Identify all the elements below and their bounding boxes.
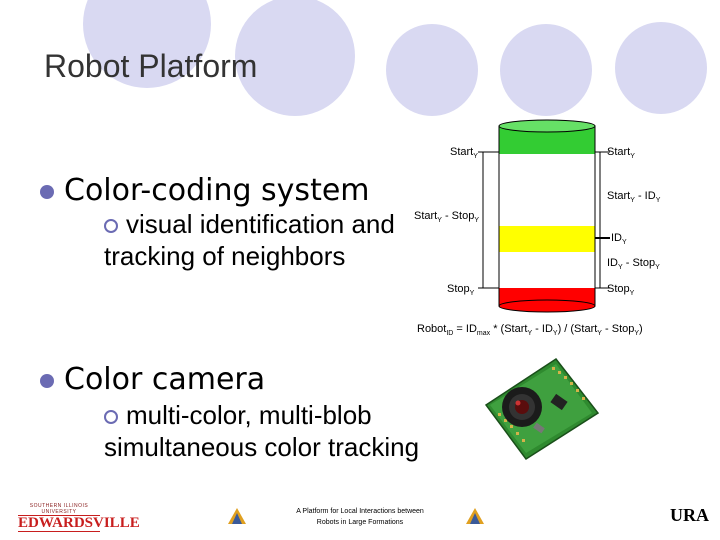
label-start-left: StartY [450,146,478,161]
slide-title: Robot Platform [44,48,258,84]
bullet-color-coding: Color-coding system [40,173,370,208]
label-stop-left: StopY [447,283,475,298]
ura-logo: URA [670,505,709,525]
decorative-circle [386,24,478,116]
footer-caption: A Platform for Local Interactions betwee… [296,508,424,526]
bullet-text: visual identification and tracking of ne… [104,209,395,271]
label-stop-right: StopY [607,283,635,298]
sub-bullet-multi-color: multi-color, multi-blob simultaneous col… [104,399,444,463]
cylinder-body [498,125,596,307]
partner-logo-icon [228,508,246,524]
bullet-color-camera: Color camera [40,362,265,397]
camera-board-image [484,357,600,461]
decorative-circle [500,24,592,116]
label-start-minus-id: StartY - IDY [607,190,661,205]
bullet-text: Color camera [64,362,266,397]
partner-logo-icon [466,508,484,524]
bullet-dot-icon [40,184,54,199]
robot-id-formula: RobotID = IDmax * (StartY - IDY) / (Star… [417,323,643,338]
red-band-bottom [498,299,596,313]
yellow-band [499,226,595,252]
bullet-dot-icon [40,373,54,388]
label-start-right: StartY [607,146,635,161]
decorative-circle [235,0,355,116]
university-logo: SOUTHERN ILLINOIS UNIVERSITY EDWARDSVILL… [18,503,140,532]
label-id-minus-stop: IDY - StopY [607,257,660,272]
green-band-top [498,119,596,133]
bullet-text: multi-color, multi-blob simultaneous col… [104,400,420,462]
label-id: IDY [611,232,627,247]
bullet-text: Color-coding system [64,173,370,208]
bullet-ring-icon [104,410,118,425]
label-start-minus-stop: StartY - StopY [414,210,479,225]
bullet-ring-icon [104,219,118,234]
decorative-circle [615,22,707,114]
sub-bullet-visual-identification: visual identification and tracking of ne… [104,208,404,272]
